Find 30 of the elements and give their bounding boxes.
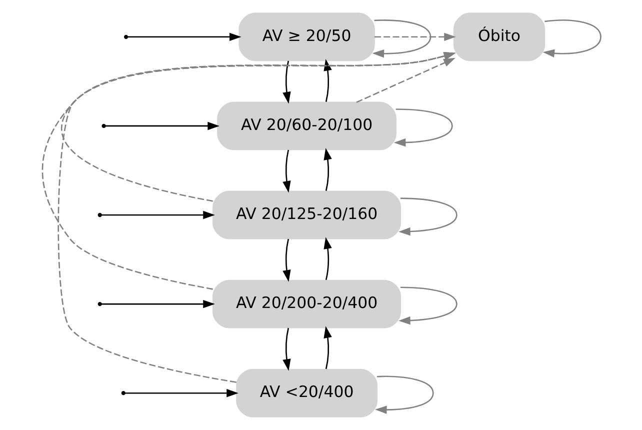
arrow (356, 58, 455, 103)
node-box: AV ≥ 20/50 (238, 12, 374, 62)
arrow (323, 326, 332, 370)
arrow (282, 60, 290, 104)
arrow (124, 388, 238, 398)
node-box: AV 20/60-20/100 (216, 102, 396, 150)
arrow (398, 286, 457, 325)
node-box: AV <20/400 (236, 368, 377, 418)
arrow (282, 238, 290, 282)
arrow (100, 210, 214, 220)
arrow (57, 52, 456, 383)
arrow (323, 148, 332, 191)
arrow (100, 300, 214, 308)
arrow (104, 122, 219, 130)
arrow (372, 20, 431, 58)
arrow (282, 328, 290, 371)
arrow (323, 58, 332, 102)
arrow (127, 32, 241, 42)
arrow (60, 52, 456, 202)
arrow (41, 52, 456, 290)
node-box: AV 20/125-20/160 (212, 190, 401, 240)
node-box: Óbito (452, 12, 545, 62)
arrow (323, 237, 332, 280)
arrow (374, 376, 434, 414)
node-box: AV 20/200-20/400 (212, 280, 401, 328)
arrow (398, 198, 457, 236)
arrow (374, 32, 456, 42)
arrow (542, 20, 601, 58)
arrow (393, 108, 452, 147)
arrow (282, 150, 290, 193)
